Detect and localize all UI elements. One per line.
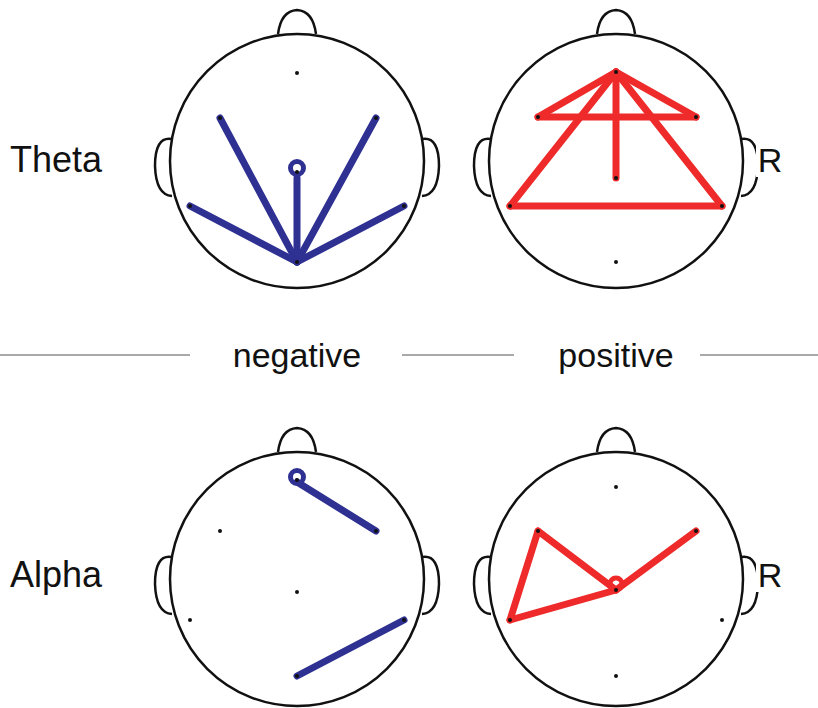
negative-connections	[190, 118, 404, 262]
head-outline	[474, 10, 758, 288]
negative-connections	[291, 471, 405, 677]
positive-connections	[510, 72, 722, 206]
electrode-dot	[188, 70, 724, 678]
head-outline	[155, 10, 439, 288]
panel-label: negative	[231, 338, 364, 372]
panel-label: positive	[556, 338, 675, 372]
side-marker: R	[756, 143, 785, 177]
positive-connections	[510, 531, 696, 620]
row-label: Alpha	[8, 557, 104, 593]
head-outline	[155, 428, 439, 706]
row-label: Theta	[8, 142, 104, 178]
head-outline	[474, 428, 758, 706]
separator-line	[0, 354, 818, 355]
side-marker: R	[756, 558, 785, 592]
